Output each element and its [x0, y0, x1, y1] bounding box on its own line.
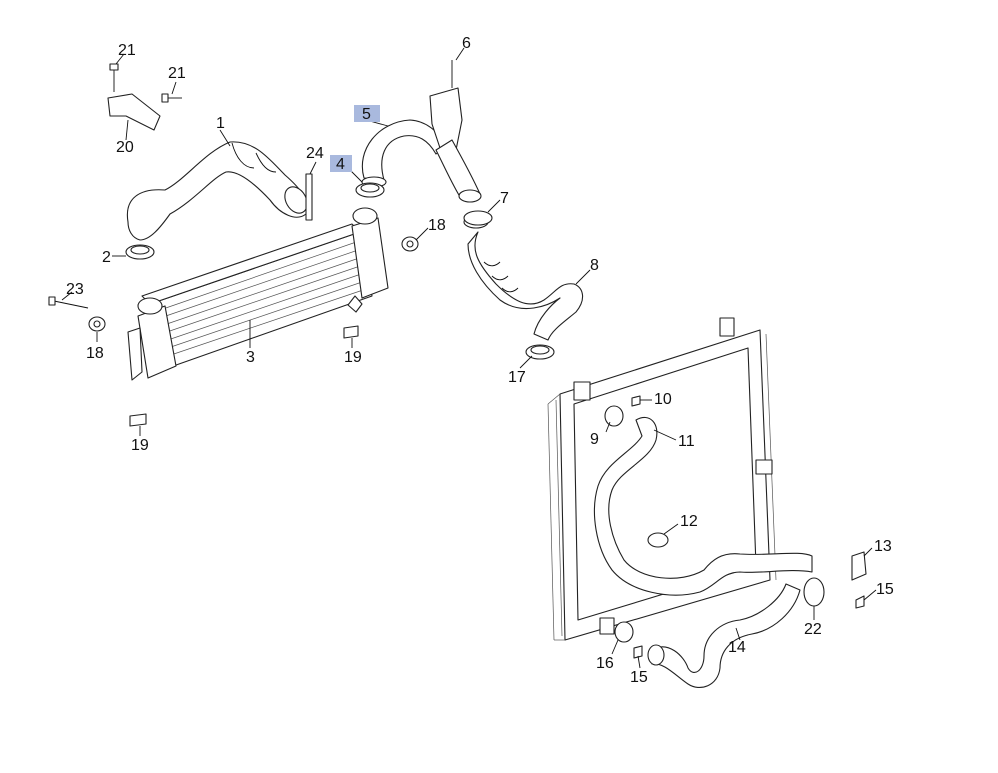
callout-21-right: 21: [168, 65, 186, 82]
hose-14: [647, 583, 801, 688]
callout-19-center: 19: [344, 349, 362, 366]
callout-4: 4: [336, 156, 345, 173]
callout-16: 16: [596, 655, 614, 672]
callout-21-left: 21: [118, 42, 136, 59]
callout-23: 23: [66, 281, 84, 298]
callout-12: 12: [680, 513, 698, 530]
callout-14: 14: [728, 639, 746, 656]
label-4-highlight: [330, 155, 352, 172]
hose-11: [593, 416, 813, 596]
small-parts: [48, 63, 867, 659]
hose-1: [126, 141, 308, 241]
callout-22: 22: [804, 621, 822, 638]
callout-2: 2: [102, 249, 111, 266]
callout-1: 1: [216, 115, 225, 132]
hose-8: [463, 215, 584, 341]
pipe-bracket: [429, 60, 482, 203]
callout-7: 7: [500, 190, 509, 207]
callout-8: 8: [590, 257, 599, 274]
callout-13: 13: [874, 538, 892, 555]
callout-18-left: 18: [86, 345, 104, 362]
callout-9: 9: [590, 431, 599, 448]
callout-6: 6: [462, 35, 471, 52]
callout-18-right: 18: [428, 217, 446, 234]
callout-3: 3: [246, 349, 255, 366]
intercooler: [127, 207, 389, 381]
callout-17: 17: [508, 369, 526, 386]
callout-24: 24: [306, 145, 324, 162]
hose-5: [361, 119, 447, 188]
callout-20: 20: [116, 139, 134, 156]
callout-5: 5: [362, 106, 371, 123]
callout-15-right: 15: [876, 581, 894, 598]
callout-11: 11: [678, 433, 695, 450]
label-5-highlight: [354, 105, 380, 122]
callout-15-bottom: 15: [630, 669, 648, 686]
callout-labels: 1 2 3 4 5 6 7 8 9 10 11 12 13 14 15 15 1…: [66, 35, 894, 686]
callout-10: 10: [654, 391, 672, 408]
callout-19-left: 19: [131, 437, 149, 454]
